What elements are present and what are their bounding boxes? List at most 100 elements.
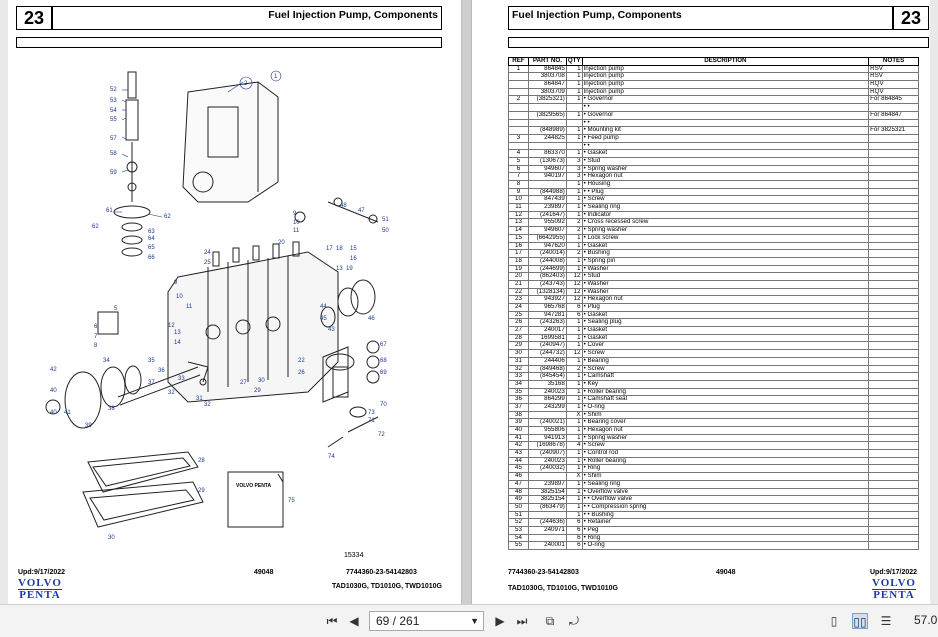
cell-description: • Gasket <box>581 333 870 343</box>
callout-40: 40 <box>50 388 57 394</box>
header-qty: QTY <box>565 57 583 66</box>
callout-45: 45 <box>320 316 327 322</box>
two-page-view-icon[interactable]: ▯▯ <box>852 613 868 629</box>
cell-part-no: 240023 <box>527 456 567 466</box>
table-row: 29(240947)1• Cover <box>508 341 919 351</box>
cell-ref: 53 <box>508 525 529 535</box>
callout-42: 42 <box>50 367 57 373</box>
cell-qty: 1 <box>565 433 583 443</box>
cell-part-no: (849468) <box>527 364 567 374</box>
table-row: 12(241647)1• Indicator <box>508 210 919 220</box>
cell-notes <box>868 533 919 543</box>
table-row: 50(863479)1• • Compression spring <box>508 502 919 512</box>
first-page-icon[interactable]: ⏮ <box>326 614 338 628</box>
cell-part-no: 240971 <box>527 525 567 535</box>
cell-qty: 1 <box>565 418 583 427</box>
next-page-icon[interactable]: ▶ <box>495 614 505 628</box>
zoom-level[interactable]: 57.0 <box>914 613 938 627</box>
cell-ref: 11 <box>508 203 529 212</box>
cell-description: • • Compression spring <box>581 502 870 512</box>
cell-ref: 31 <box>508 356 529 366</box>
cell-notes <box>868 510 919 520</box>
callout-9b: 9 <box>174 280 178 286</box>
callout-34: 34 <box>103 358 110 364</box>
cell-qty: 12 <box>565 295 583 304</box>
cell-qty: X <box>565 410 583 420</box>
callout-33: 33 <box>178 376 185 382</box>
cell-qty: 1 <box>565 502 583 512</box>
cell-ref <box>508 80 529 89</box>
callout-16: 16 <box>350 256 357 262</box>
callout-44: 44 <box>320 304 327 310</box>
cell-part-no: 3803709 <box>527 87 567 97</box>
cell-qty: 1 <box>565 80 583 89</box>
cell-part-no: (244699) <box>527 264 567 274</box>
cell-description: • Roller bearing <box>581 387 870 397</box>
volvo-penta-logo-right: VOLVO PENTA <box>872 577 916 601</box>
cell-description: • Governor <box>581 95 870 105</box>
cell-ref: 5 <box>508 156 529 166</box>
table-row: 26(243263)1• Sealing plug <box>508 318 919 328</box>
cell-notes <box>868 141 919 151</box>
cell-description: • Governor <box>581 110 870 120</box>
cell-ref: 9 <box>508 187 529 197</box>
left-footer-date: Upd:9/17/2022 <box>18 569 66 576</box>
cell-ref: 26 <box>508 318 529 328</box>
cell-part-no: (241647) <box>527 210 567 220</box>
cell-description: • Washer <box>581 287 870 297</box>
callout-29: 29 <box>254 388 261 394</box>
callout-36: 36 <box>158 368 165 374</box>
cell-notes <box>868 287 919 297</box>
cell-ref: 48 <box>508 487 529 497</box>
cell-notes: For 864845 <box>868 95 919 105</box>
cell-description: Injection pump <box>581 72 870 82</box>
table-row: 43(240907)1• Control rod <box>508 449 919 458</box>
fit-page-icon[interactable]: ⧉ <box>545 614 555 628</box>
cell-description: • Ring <box>581 533 870 543</box>
callout-43: 43 <box>328 327 335 333</box>
cell-ref <box>508 72 529 82</box>
continuous-view-icon[interactable]: ☰ <box>880 614 892 628</box>
cell-qty: 1 <box>565 449 583 458</box>
chevron-down-icon[interactable]: ▼ <box>470 616 479 626</box>
header-ref: REF <box>508 57 529 66</box>
page-number-input[interactable]: 69 / 261 ▼ <box>369 611 484 631</box>
cell-qty: 2 <box>565 249 583 258</box>
callout-11: 11 <box>293 228 300 234</box>
cell-part-no: (1328134) <box>527 287 567 297</box>
cell-qty: 1 <box>565 203 583 212</box>
cell-part-no: (240947) <box>527 341 567 351</box>
cell-notes <box>868 441 919 451</box>
cell-part-no: 244825 <box>527 133 567 143</box>
cell-part-no: (848989) <box>527 126 567 135</box>
last-page-icon[interactable]: ⏭ <box>516 614 528 628</box>
callout-62: 62 <box>164 214 171 220</box>
cell-part-no: (243263) <box>527 318 567 328</box>
cell-part-no: 240017 <box>527 326 567 335</box>
cell-ref <box>508 103 529 112</box>
viewer-toolbar: ⏮ ◀ 69 / 261 ▼ ▶ ⏭ ⧉ ⤾ ▯ ▯▯ ☰ 57.0 <box>0 604 938 637</box>
callout-50: 50 <box>382 228 389 234</box>
callout-26: 26 <box>298 370 305 376</box>
previous-page-icon[interactable]: ◀ <box>349 614 359 628</box>
cell-qty: 1 <box>565 64 583 74</box>
callout-14: 14 <box>174 340 181 346</box>
rotate-page-icon[interactable]: ⤾ <box>569 614 579 628</box>
right-footer-date: Upd:9/17/2022 <box>870 569 918 576</box>
cell-ref: 30 <box>508 349 529 358</box>
cell-notes <box>868 395 919 404</box>
cell-qty: 1 <box>565 256 583 266</box>
callout-57: 57 <box>110 136 117 142</box>
cell-notes <box>868 303 919 312</box>
cell-qty: 6 <box>565 518 583 527</box>
single-page-view-icon[interactable]: ▯ <box>830 614 838 628</box>
callout-30b: 30 <box>108 535 115 541</box>
cell-description: • Stud <box>581 272 870 281</box>
cell-description: • Stud <box>581 156 870 166</box>
cell-notes <box>868 203 919 212</box>
cell-ref: 51 <box>508 510 529 520</box>
